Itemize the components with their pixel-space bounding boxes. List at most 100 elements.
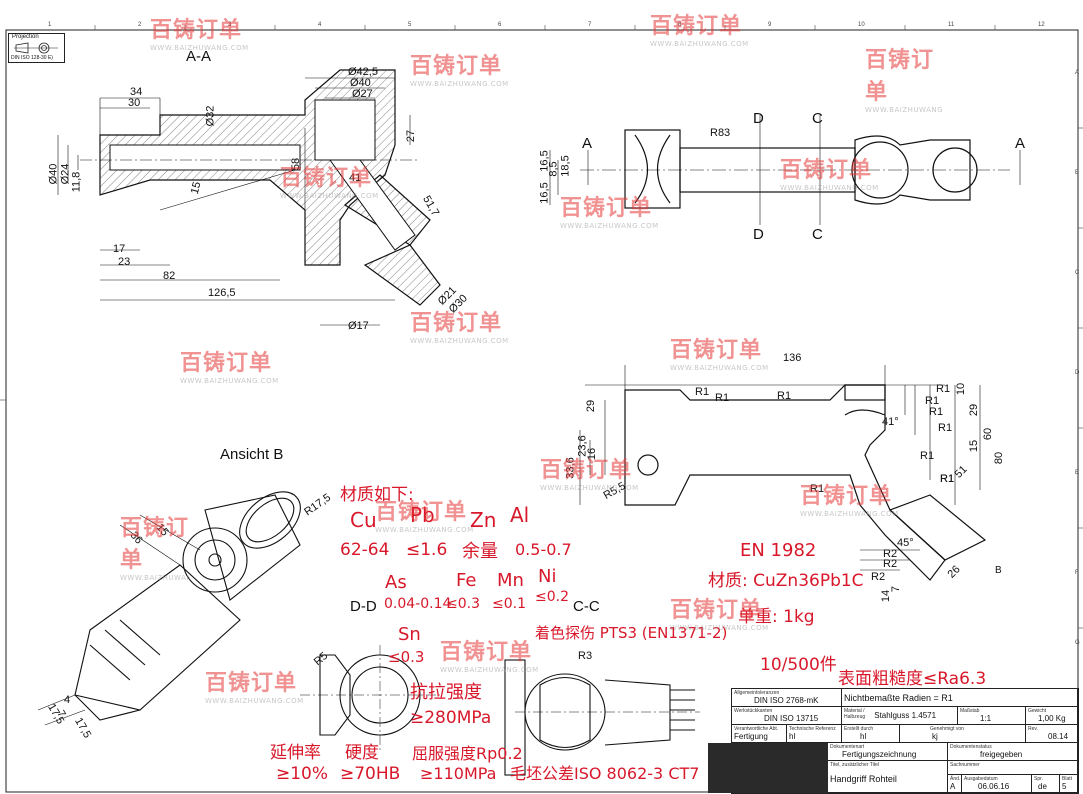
dim-aa-d17: Ø17 [348, 320, 369, 332]
hw-tensile-label: 抗拉强度 [410, 682, 482, 703]
watermark-brand: 百铸订单 [205, 671, 298, 696]
cut-c-top: C [812, 110, 823, 127]
watermark-url: WWW.BAIZHUWANG.COM [780, 184, 879, 192]
tb-label: Sachnummer [950, 762, 980, 768]
dim-aa-30: 30 [128, 97, 141, 109]
watermark-brand: 百铸订单 [650, 14, 743, 39]
dim-side-29a: 29 [585, 399, 598, 413]
dim-side-r1-e: R1 [925, 395, 940, 407]
dim-side-60: 60 [982, 427, 995, 441]
section-title-aa: A-A [186, 48, 212, 65]
tb-label: Dokumentenstatus [950, 744, 992, 750]
side-view-drawing [579, 365, 987, 581]
watermark-url: WWW.BAIZHUWANG.COM [410, 80, 509, 88]
watermark-url: WWW.BAIZHUWANG.COM [280, 192, 379, 200]
tb-label: Blatt [1062, 776, 1073, 782]
tb-value: DIN ISO 13715 [764, 714, 819, 723]
watermark-brand: 百铸订单 [375, 500, 468, 525]
grid-col-10: 10 [858, 22, 865, 28]
watermark-brand: 百铸订单 [800, 484, 893, 509]
redaction-block [708, 743, 828, 793]
tb-weight: Gewicht 1,00 Kg [1026, 707, 1078, 725]
grid-col-2: 2 [138, 22, 142, 28]
dim-aa-82: 82 [163, 270, 176, 282]
dim-side-r1-d: R1 [936, 383, 951, 395]
title-block: Allgemeintoleranzen DIN ISO 2768-mK Nich… [708, 688, 1079, 794]
dim-side-r2-c: R2 [871, 571, 886, 583]
hw-val-cu: 62-64 [340, 540, 390, 560]
dim-aa-d40b: Ø40 [47, 163, 60, 185]
tb-value: hl [789, 732, 796, 741]
dim-top-18-5: 18,5 [559, 155, 572, 177]
hw-weight: 单重: 1kg [738, 607, 815, 627]
tb-date: Ausgabedatum 06.06.16 [962, 775, 1032, 793]
tb-label: Verantwortliche Abt. [734, 726, 779, 732]
dim-side-r1-k: R1 [940, 473, 955, 485]
tb-label: Allgemeintoleranzen [734, 690, 780, 696]
watermark-url: WWW.BAIZHUWANG.COM [865, 106, 943, 114]
hw-el-mn: Mn [497, 570, 524, 591]
watermark-url: WWW.BAIZHUWANG.COM [440, 666, 539, 674]
tb-rev: Rev. 08.14 [1026, 725, 1078, 743]
tb-label: Titel, zusätzlicher Titel [830, 762, 879, 768]
grid-col-3: 3 [228, 22, 232, 28]
hw-coating: 着色探伤 PTS3 (EN1371-2) [535, 624, 728, 642]
dim-side-45deg: 45° [897, 537, 914, 549]
tb-value: Stahlguss 1.4571 [874, 711, 937, 720]
hw-yield-label: 屈服强度Rp0.2 [412, 744, 523, 763]
hw-el-zn: Zn [470, 508, 497, 532]
section-dd-cc-drawing [300, 645, 700, 776]
tb-label: Maßstab [960, 708, 980, 714]
hw-val-fe: ≤0.3 [446, 596, 480, 612]
watermark-url: WWW.BAIZHUWANG.COM [800, 510, 899, 518]
dim-side-r1-g: R1 [938, 422, 953, 434]
hw-el-cu: Cu [350, 508, 377, 532]
dim-aa-27: 27 [405, 129, 418, 143]
projection-label: Projection [12, 34, 39, 40]
hw-el-as: As [385, 572, 407, 593]
tb-label: Rev. [1028, 726, 1038, 732]
hw-yield-value: ≥110MPa [420, 764, 497, 783]
tb-label: Gewicht [1028, 708, 1047, 714]
dim-side-r1-i: R1 [810, 483, 825, 495]
watermark-brand: 百铸订单 [410, 311, 503, 336]
tb-radius-note: Nichtbemaßte Radien = R1 [842, 689, 1078, 707]
tb-value: Nichtbemaßte Radien = R1 [844, 693, 953, 703]
dim-top-r83: R83 [710, 127, 731, 139]
tb-value: hl [860, 732, 867, 741]
watermark-brand: 百铸订单 [670, 338, 763, 363]
tb-value: 06.06.16 [978, 782, 1010, 791]
tb-value: freigegeben [980, 750, 1023, 759]
dim-top-8-5: 8,5 [547, 161, 560, 177]
hw-material: 材质: CuZn36Pb1C [708, 571, 864, 591]
hw-hardness-label: 硬度 [345, 743, 379, 763]
dim-aa-11-8: 11,8 [70, 171, 83, 193]
grid-col-8: 8 [678, 22, 682, 28]
cut-d-top: D [753, 110, 764, 127]
watermark-brand: 百铸订单 [865, 48, 935, 105]
dim-side-r1-b: R1 [715, 392, 730, 404]
tb-title: Titel, zusätzlicher Titel Handgriff Roht… [828, 761, 948, 793]
tb-value: Fertigung [734, 732, 768, 741]
grid-col-11: 11 [948, 22, 955, 28]
dim-b-4: 4 [64, 694, 71, 706]
dim-side-7: 7 [890, 585, 903, 593]
watermark-url: WWW.BAIZHUWANG.COM [150, 44, 249, 52]
dim-aa-d42-5: Ø42,5 [348, 66, 378, 78]
grid-col-1: 1 [48, 22, 52, 28]
hw-val-pb: ≤1.6 [406, 540, 448, 560]
watermark-brand: 百铸订单 [440, 640, 533, 665]
tb-value: 5 [1062, 782, 1067, 791]
watermark-url: WWW.BAIZHUWANG.COM [540, 484, 639, 492]
section-title-dd: D-D [350, 598, 377, 615]
hw-el-pb: Pb [410, 503, 435, 527]
